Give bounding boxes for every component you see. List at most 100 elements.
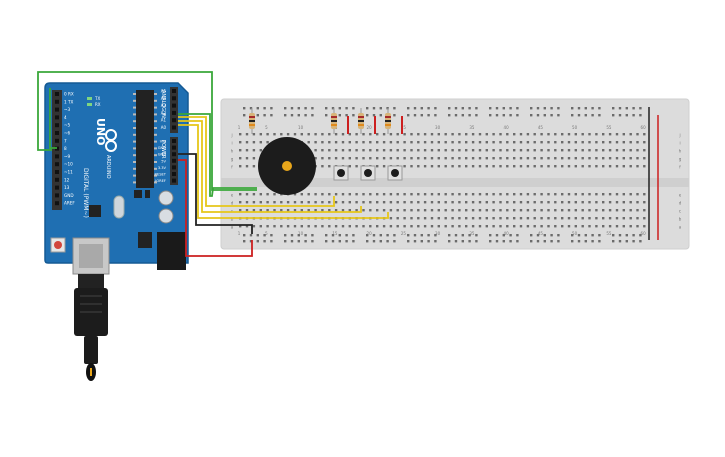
breadboard-hole (444, 157, 447, 160)
power-pin[interactable] (172, 145, 176, 150)
rail-hole (379, 234, 382, 237)
analog-pin[interactable] (172, 125, 176, 130)
breadboard-hole (328, 157, 331, 160)
rail-hole (386, 234, 389, 237)
rail-hole (311, 107, 314, 110)
digital-pin[interactable] (55, 92, 59, 96)
rail-hole (352, 240, 355, 243)
analog-pin[interactable] (172, 96, 176, 101)
digital-pin[interactable] (55, 99, 59, 104)
breadboard-hole (334, 133, 338, 136)
breadboard-hole (567, 225, 571, 228)
breadboard-hole (643, 157, 646, 160)
ic-small (145, 190, 150, 198)
analog-pin[interactable] (172, 103, 176, 108)
breadboard-hole (376, 149, 379, 152)
rail-hole (243, 107, 246, 110)
breadboard-hole (636, 193, 639, 196)
breadboard-hole (376, 133, 379, 136)
column-label-bottom: 30 (435, 231, 441, 236)
breadboard-hole (499, 157, 502, 160)
power-pin[interactable] (172, 172, 176, 176)
rail-hole (612, 114, 615, 117)
wire-yellow-1[interactable] (178, 116, 335, 207)
breadboard-hole (581, 149, 584, 152)
breadboard-hole (533, 209, 536, 212)
breadboard-hole (615, 149, 619, 152)
analog-pin[interactable] (172, 89, 176, 93)
digital-pin[interactable] (55, 162, 59, 167)
wire-yellow-3[interactable] (178, 124, 389, 219)
wire-black-gnd[interactable] (178, 153, 253, 234)
digital-pin[interactable] (55, 193, 59, 198)
resistor-2[interactable] (331, 108, 337, 134)
digital-pin[interactable] (55, 185, 59, 190)
analog-pin[interactable] (172, 110, 176, 115)
resistor-3[interactable] (358, 108, 364, 134)
breadboard-hole (369, 133, 372, 136)
digital-pin[interactable] (55, 177, 59, 182)
push-button-2[interactable] (360, 165, 376, 181)
breadboard-hole (376, 157, 379, 160)
push-button-1[interactable] (333, 165, 349, 181)
breadboard-hole (588, 225, 591, 228)
rail-hole (284, 114, 287, 117)
power-pin[interactable] (172, 152, 176, 157)
digital-pin[interactable] (55, 201, 59, 206)
resistor-4[interactable] (385, 108, 391, 134)
breadboard-hole (629, 165, 632, 168)
push-button-3[interactable] (387, 165, 403, 181)
analog-pin[interactable] (172, 118, 176, 123)
rail-hole (530, 114, 533, 117)
breadboard-hole (266, 133, 269, 136)
breadboard-hole (547, 201, 550, 204)
breadboard-hole (382, 141, 386, 144)
wire-green-2[interactable] (49, 88, 57, 149)
rail-hole (407, 107, 410, 110)
digital-pin-label: ~3 (64, 107, 71, 112)
column-label-bottom: 25 (401, 231, 407, 236)
digital-pin[interactable] (55, 115, 59, 120)
piezo-buzzer[interactable] (258, 137, 316, 195)
resistor-1[interactable] (249, 108, 255, 134)
power-pin[interactable] (172, 165, 176, 170)
breadboard-hole (239, 133, 242, 136)
wire-green-3[interactable] (178, 113, 257, 197)
power-pin[interactable] (172, 158, 176, 163)
breadboard-hole (595, 133, 598, 136)
digital-pin[interactable] (55, 131, 59, 135)
power-pin[interactable] (172, 178, 176, 183)
breadboard-hole (574, 165, 577, 168)
breadboard-hole (567, 209, 571, 212)
wire-green-1[interactable] (37, 71, 257, 191)
breadboard-hole (314, 225, 317, 228)
rail-hole (557, 234, 560, 237)
breadboard-hole (341, 201, 345, 204)
digital-pin[interactable] (55, 170, 59, 174)
power-pin[interactable] (172, 139, 176, 143)
usb-cable[interactable] (74, 274, 108, 381)
digital-pin[interactable] (55, 123, 59, 128)
breadboard-hole (321, 165, 324, 168)
rail-hole (612, 240, 615, 243)
rail-hole (489, 234, 492, 237)
breadboard-hole (485, 165, 488, 168)
wire-red-5v[interactable] (178, 159, 253, 257)
breadboard-hole (492, 209, 495, 212)
rail-hole (632, 114, 635, 117)
rail-hole (461, 240, 464, 243)
breadboard-hole (382, 165, 386, 168)
breadboard-hole (389, 209, 393, 212)
breadboard-hole (499, 217, 502, 220)
digital-pin-label: 7 (64, 138, 67, 143)
wire-yellow-2[interactable] (178, 120, 362, 213)
digital-pin[interactable] (55, 138, 59, 143)
rail-hole (263, 240, 266, 243)
tx-label: TX (94, 96, 100, 101)
digital-pin[interactable] (55, 154, 59, 159)
digital-pin[interactable] (55, 107, 59, 112)
breadboard-hole (328, 193, 331, 196)
breadboard-hole (307, 141, 310, 144)
breadboard-hole (643, 165, 646, 168)
